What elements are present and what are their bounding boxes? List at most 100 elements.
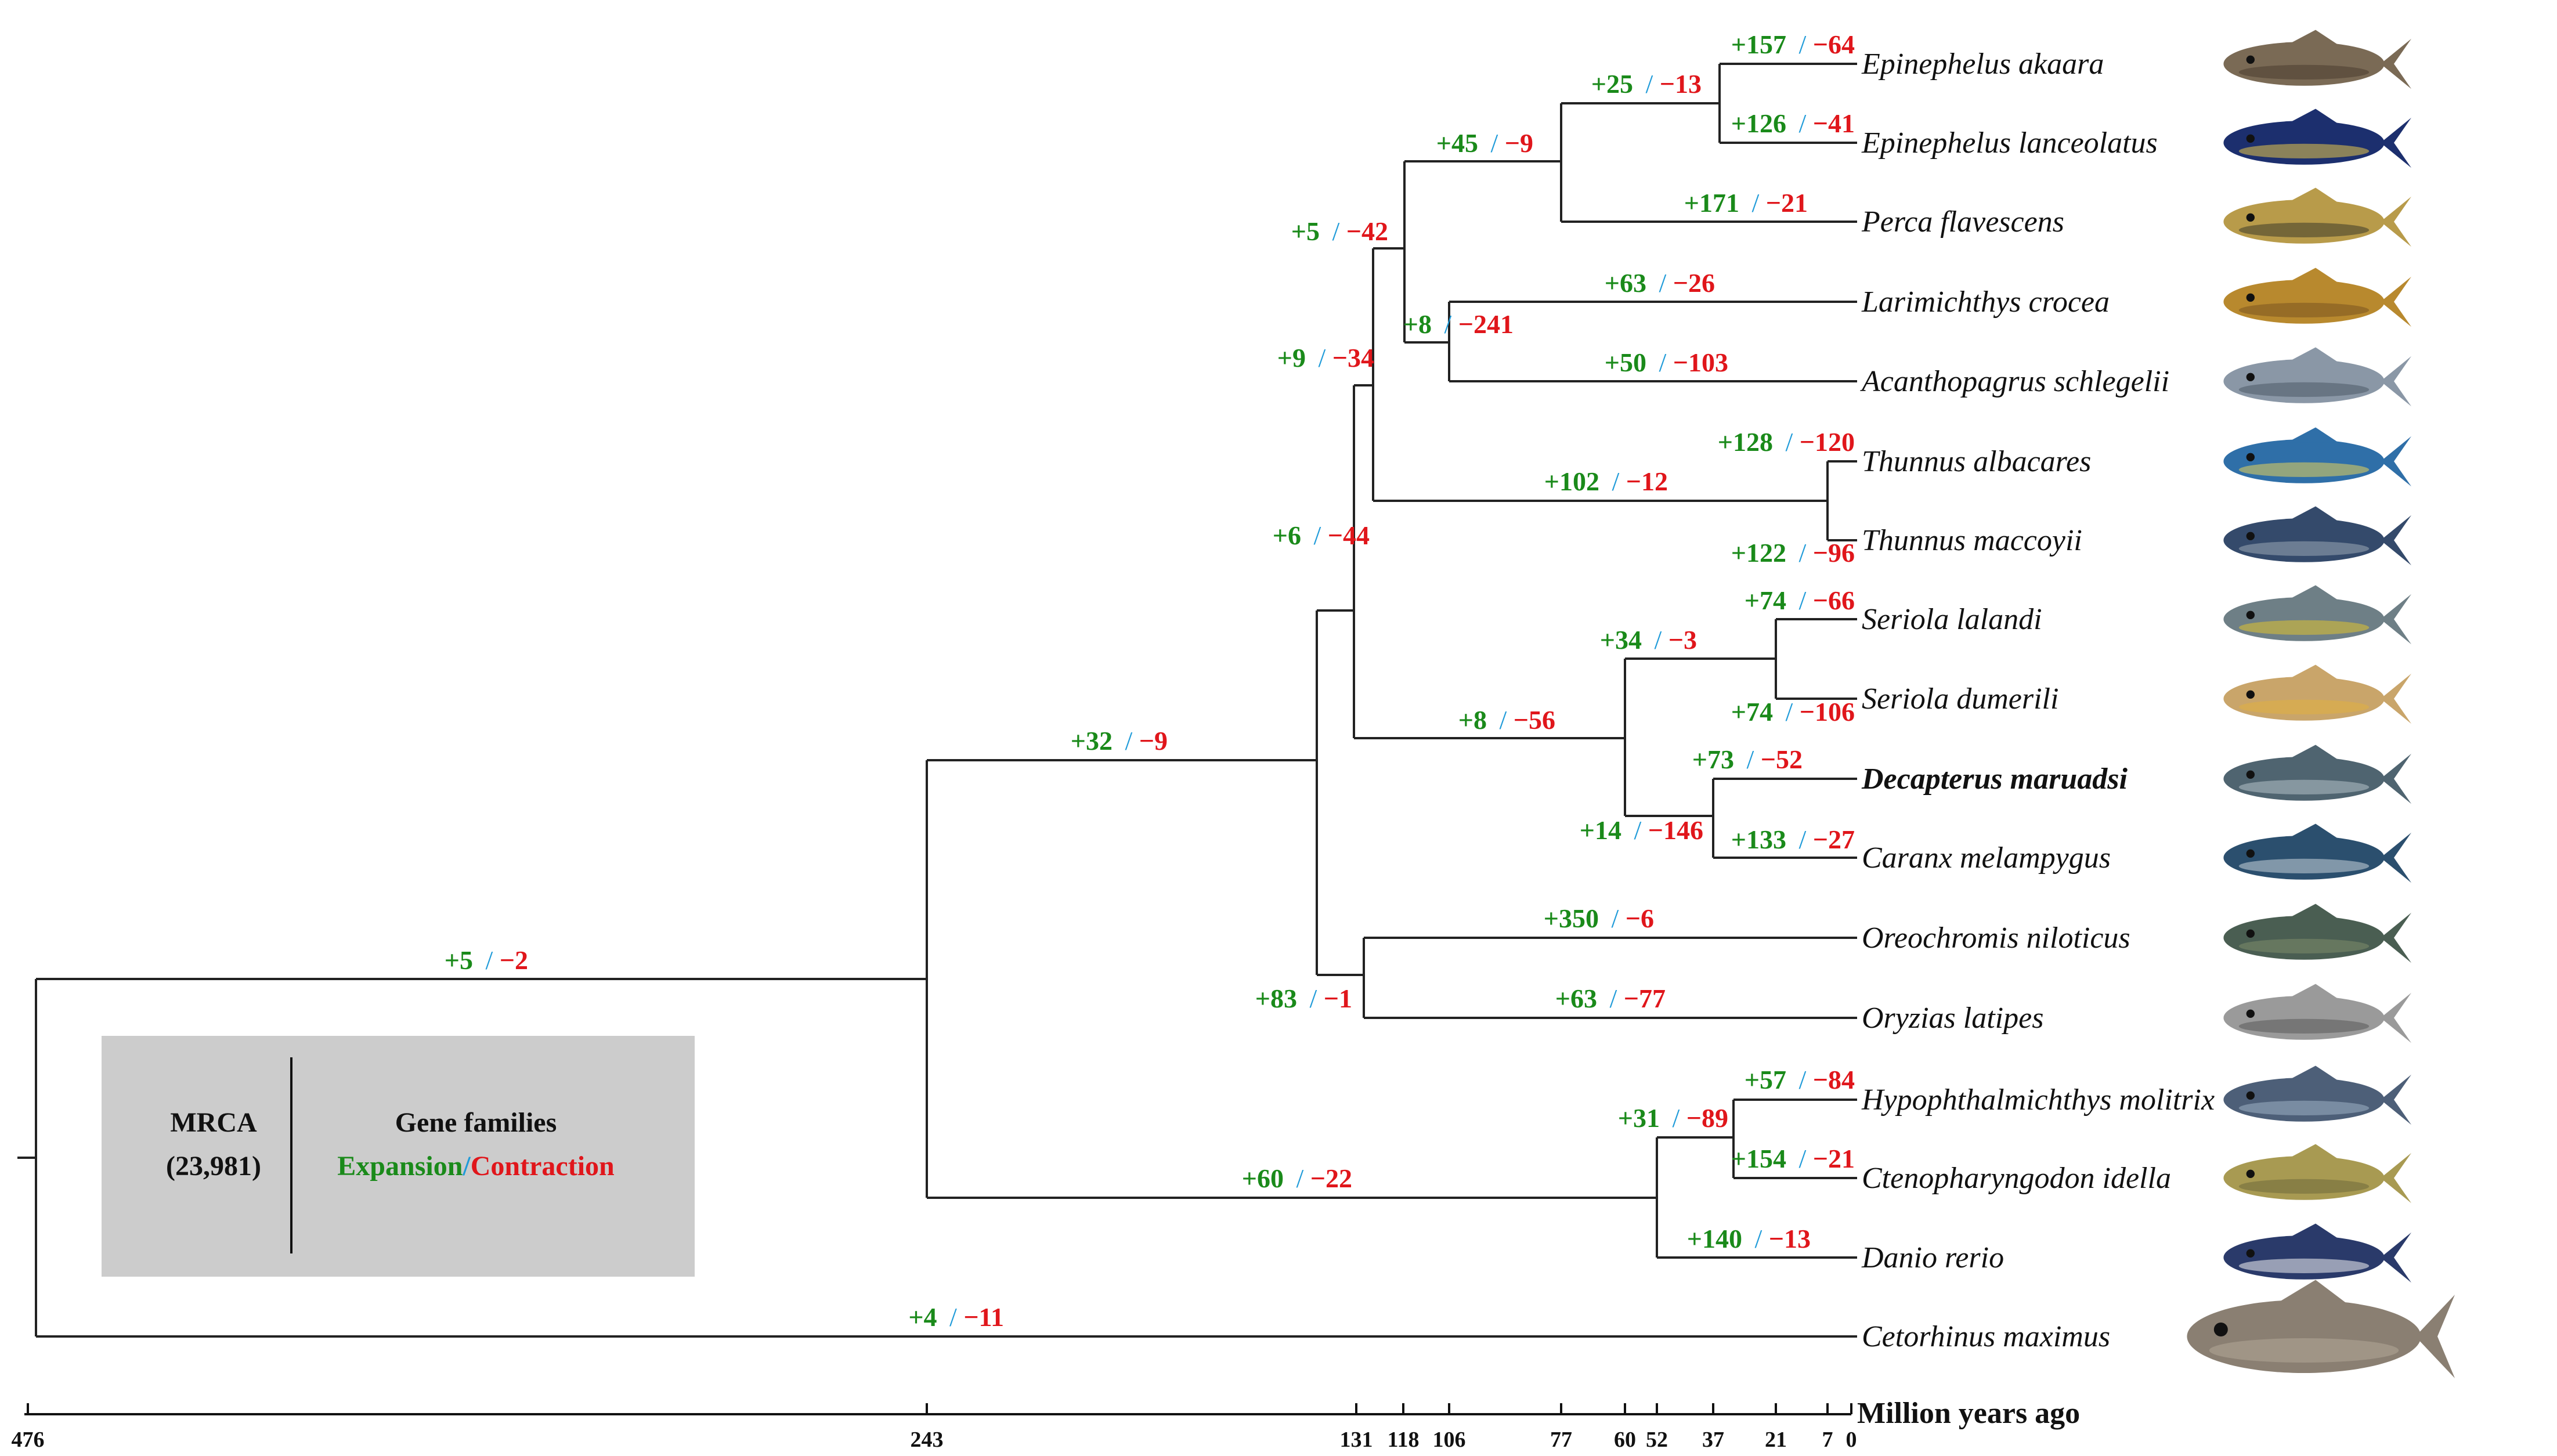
expansion-value: +122 xyxy=(1731,538,1786,568)
separator: / xyxy=(1605,467,1626,496)
expansion-value: +34 xyxy=(1600,625,1642,655)
expansion-value: +50 xyxy=(1605,348,1646,377)
contraction-value: −96 xyxy=(1813,538,1855,568)
expansion-value: +102 xyxy=(1544,467,1599,496)
expansion-value: +140 xyxy=(1687,1224,1742,1253)
contraction-value: −21 xyxy=(1813,1144,1855,1173)
separator: / xyxy=(1792,1144,1813,1173)
branch-label: +5 / −2 xyxy=(445,945,528,975)
expansion-value: +6 xyxy=(1273,521,1301,550)
branch-label: +34 / −3 xyxy=(1600,625,1697,655)
expansion-value: +128 xyxy=(1718,427,1773,457)
expansion-value: +154 xyxy=(1731,1144,1786,1173)
branch-label: +128 / −120 xyxy=(1718,427,1855,457)
contraction-value: −89 xyxy=(1686,1103,1728,1133)
fish-icon xyxy=(2223,664,2411,724)
fish-icon xyxy=(2223,1065,2411,1125)
contraction-value: −241 xyxy=(1458,309,1514,339)
separator: / xyxy=(1326,216,1346,246)
legend-slash: / xyxy=(462,1151,471,1182)
branch-label: +73 / −52 xyxy=(1692,745,1803,774)
fish-icon xyxy=(2223,347,2411,407)
axis-tick-label: 37 xyxy=(1702,1428,1724,1452)
axis-tick-label: 7 xyxy=(1822,1428,1833,1452)
separator: / xyxy=(1792,30,1813,59)
expansion-value: +126 xyxy=(1731,109,1786,138)
contraction-value: −106 xyxy=(1800,697,1855,727)
branch-label: +83 / −1 xyxy=(1255,984,1352,1013)
contraction-value: −34 xyxy=(1332,343,1374,373)
separator: / xyxy=(1652,268,1673,298)
expansion-value: +171 xyxy=(1684,188,1739,218)
expansion-value: +31 xyxy=(1618,1103,1660,1133)
separator: / xyxy=(1290,1164,1310,1193)
fish-icon xyxy=(2223,427,2411,487)
branch-label: +50 / −103 xyxy=(1605,348,1728,377)
axis-tick-label: 106 xyxy=(1433,1428,1466,1452)
fish-icon xyxy=(2223,268,2411,327)
branch-label: +154 / −21 xyxy=(1731,1144,1855,1173)
axis-tick-label: 118 xyxy=(1388,1428,1420,1452)
fish-icon xyxy=(2223,823,2411,883)
axis-tick-label: 77 xyxy=(1550,1428,1572,1452)
legend-mrca-count: (23,981) xyxy=(166,1151,261,1182)
species-label: Thunnus albacares xyxy=(1862,445,2091,478)
expansion-value: +157 xyxy=(1731,30,1786,59)
branch-label: +140 / −13 xyxy=(1687,1224,1811,1253)
expansion-value: +74 xyxy=(1745,586,1786,615)
species-label: Epinephelus akaara xyxy=(1861,48,2104,81)
separator: / xyxy=(1603,984,1624,1013)
fish-icon xyxy=(2223,984,2411,1043)
separator: / xyxy=(1307,521,1328,550)
fish-icon xyxy=(2223,30,2411,89)
contraction-value: −56 xyxy=(1514,705,1555,735)
separator: / xyxy=(1303,984,1324,1013)
separator: / xyxy=(1666,1103,1686,1133)
expansion-value: +350 xyxy=(1544,904,1599,933)
axis-tick-label: 476 xyxy=(12,1428,45,1452)
expansion-value: +9 xyxy=(1277,343,1306,373)
branch-label: +74 / −66 xyxy=(1745,586,1855,615)
contraction-value: −1 xyxy=(1324,984,1352,1013)
fish-icon xyxy=(2223,904,2411,963)
separator: / xyxy=(1605,904,1626,933)
contraction-value: −26 xyxy=(1673,268,1715,298)
separator: / xyxy=(1740,745,1761,774)
branch-labels: +157 / −64+126 / −41+25 / −13+171 / −21+… xyxy=(445,30,1855,1332)
branch-label: +45 / −9 xyxy=(1436,128,1533,158)
contraction-value: −9 xyxy=(1505,128,1533,158)
separator: / xyxy=(1312,343,1332,373)
fish-icon xyxy=(2223,1223,2411,1283)
separator: / xyxy=(1792,586,1813,615)
species-label: Acanthopagrus schlegelii xyxy=(1860,365,2169,398)
fish-icon xyxy=(2223,745,2411,804)
species-label: Seriola dumerili xyxy=(1862,682,2058,716)
branch-label: +57 / −84 xyxy=(1745,1065,1855,1094)
separator: / xyxy=(1779,427,1800,457)
species-label: Caranx melampygus xyxy=(1862,841,2111,875)
fish-icon xyxy=(2223,585,2411,645)
separator: / xyxy=(1792,825,1813,854)
contraction-value: −13 xyxy=(1769,1224,1811,1253)
branch-label: +5 / −42 xyxy=(1291,216,1388,246)
branch-label: +8 / −56 xyxy=(1458,705,1555,735)
species-label: Hypophthalmichthys molitrix xyxy=(1861,1083,2215,1117)
fish-icon xyxy=(2223,109,2411,168)
branch-label: +25 / −13 xyxy=(1591,69,1702,99)
axis-tick-label: 60 xyxy=(1614,1428,1636,1452)
axis-tick-label: 0 xyxy=(1846,1428,1857,1452)
branch-label: +6 / −44 xyxy=(1273,521,1370,550)
expansion-value: +4 xyxy=(908,1302,937,1332)
contraction-value: −21 xyxy=(1766,188,1808,218)
separator: / xyxy=(1779,697,1800,727)
expansion-value: +45 xyxy=(1436,128,1478,158)
species-label: Perca flavescens xyxy=(1861,205,2064,239)
expansion-value: +5 xyxy=(445,945,473,975)
legend-expansion-contraction: Expansion/Contraction xyxy=(337,1151,614,1182)
expansion-value: +60 xyxy=(1242,1164,1284,1193)
separator: / xyxy=(1639,69,1660,99)
branch-label: +31 / −89 xyxy=(1618,1103,1728,1133)
species-label: Danio rerio xyxy=(1861,1241,2004,1274)
contraction-value: −2 xyxy=(500,945,528,975)
contraction-value: −27 xyxy=(1813,825,1855,854)
